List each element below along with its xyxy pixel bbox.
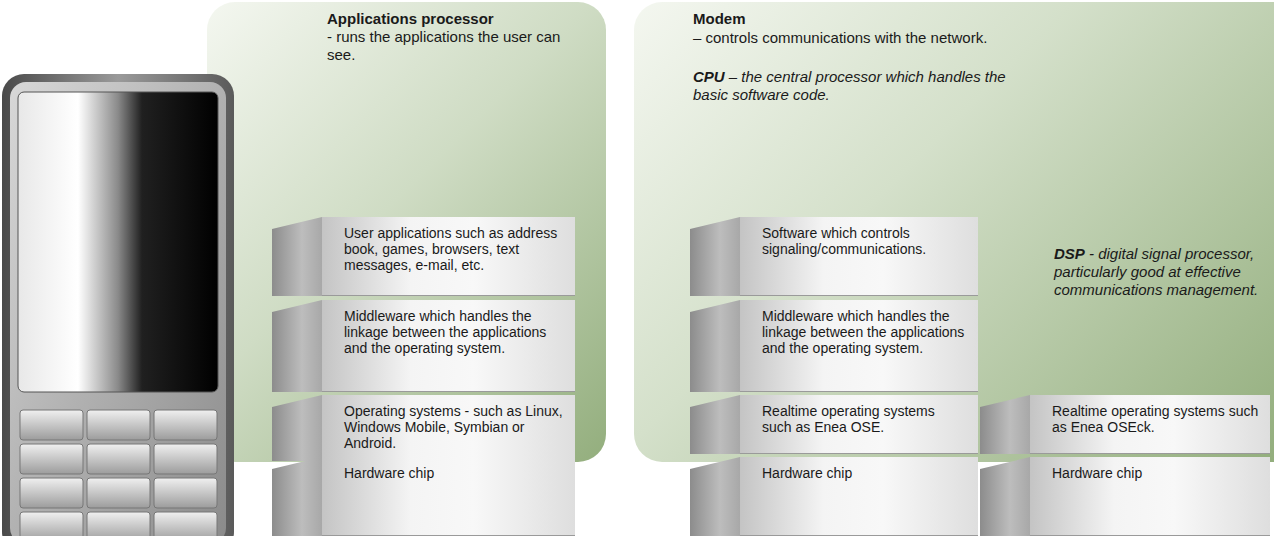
layer-label: Realtime operating systems such as Enea … <box>1030 395 1270 441</box>
box-side-face <box>690 457 740 536</box>
layer-box: Middleware which handles the linkage bet… <box>740 300 978 392</box>
keypad-key <box>87 512 150 536</box>
layer-box: Middleware which handles the linkage bet… <box>322 300 575 392</box>
panel-description: – controls communications with the netwo… <box>693 29 1213 47</box>
panel-description: DSP - digital signal processor, particul… <box>1054 245 1266 299</box>
panel-heading: Applications processor <box>327 10 587 28</box>
layer-box: Hardware chip <box>322 457 575 536</box>
layer-box: Realtime operating systems such as Enea … <box>740 395 978 454</box>
layer-label: Realtime operating systems such as Enea … <box>740 395 978 441</box>
layer-label: User applications such as address book, … <box>322 217 575 279</box>
layer-box: User applications such as address book, … <box>322 217 575 296</box>
layer-box: Hardware chip <box>1030 457 1270 536</box>
keypad-key <box>20 478 83 508</box>
keypad-key <box>87 444 150 474</box>
layer-box: Operating systems - such as Linux, Windo… <box>322 395 575 461</box>
box-side-face <box>980 457 1030 536</box>
box-side-face <box>690 217 740 296</box>
panel-description: CPU – the central processor which handle… <box>693 68 1033 104</box>
panel-heading: Modem <box>693 10 993 28</box>
box-side-face <box>272 300 322 392</box>
box-side-face <box>272 217 322 296</box>
layer-label: Middleware which handles the linkage bet… <box>740 300 978 362</box>
panel-description: - runs the applications the user can see… <box>327 28 567 64</box>
layer-label: Middleware which handles the linkage bet… <box>322 300 575 362</box>
keypad-key <box>20 512 83 536</box>
layer-box: Software which controls signaling/commun… <box>740 217 978 296</box>
keypad-key <box>154 478 217 508</box>
processor-panel: Applications processor- runs the applica… <box>207 2 606 462</box>
keypad-key <box>20 410 83 440</box>
keypad-key <box>87 478 150 508</box>
keypad-key <box>20 444 83 474</box>
keypad-key <box>154 410 217 440</box>
keypad-key <box>154 444 217 474</box>
layer-label: Hardware chip <box>740 457 978 487</box>
keypad-key <box>154 512 217 536</box>
layer-label: Software which controls signaling/commun… <box>740 217 978 263</box>
box-side-face <box>690 300 740 392</box>
layer-label: Hardware chip <box>322 457 575 487</box>
box-side-face <box>272 457 322 536</box>
processor-panel: Modem– controls communications with the … <box>634 2 1274 462</box>
layer-box: Realtime operating systems such as Enea … <box>1030 395 1270 454</box>
layer-label: Operating systems - such as Linux, Windo… <box>322 395 575 457</box>
layer-box: Hardware chip <box>740 457 978 536</box>
phone-illustration <box>0 0 240 536</box>
keypad-key <box>87 410 150 440</box>
layer-label: Hardware chip <box>1030 457 1270 487</box>
